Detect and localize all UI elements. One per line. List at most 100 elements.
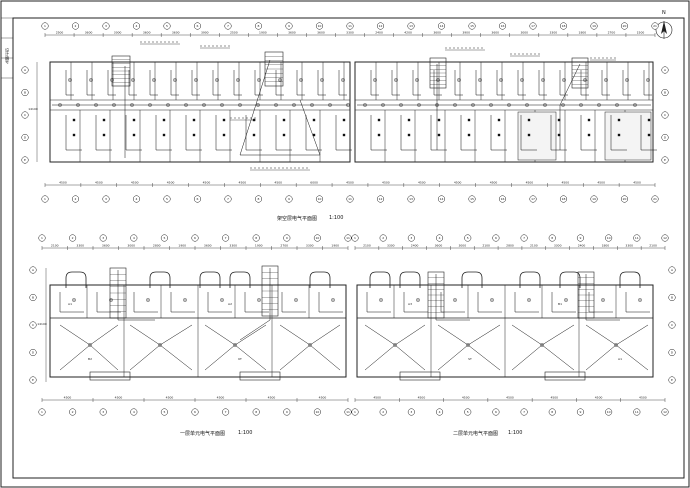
axis-marker-bot-lower-right	[464, 408, 472, 416]
axis-marker-bot-lower-right-label: 7	[523, 410, 525, 414]
balcony	[239, 371, 281, 381]
axis-marker-left-lower	[29, 376, 37, 384]
light-fixture-icon	[192, 118, 196, 122]
axis-marker-bot-lower-right-label: 4	[439, 410, 441, 414]
dim-top-lower-left-label: 2700	[280, 244, 288, 248]
dim-bot-upper-label: 4500	[95, 181, 103, 185]
axis-marker-top-lower-left-label: 7	[225, 236, 227, 240]
axis-marker-right-lower-label: A	[671, 268, 674, 272]
wiring-run	[559, 70, 568, 96]
light-fixture-icon	[587, 133, 591, 137]
wiring-run	[86, 70, 95, 96]
lamp-icon	[527, 298, 531, 302]
axis-marker-bot-lower-right	[548, 408, 556, 416]
room-mark-label: KT	[238, 357, 242, 361]
light-fixture-icon	[527, 118, 531, 122]
dim-top-lower-right-label: 2100	[482, 244, 490, 248]
axis-marker-bot-upper-label: 7	[227, 197, 229, 201]
lamp-icon-cross	[158, 343, 162, 347]
axis-marker-bot-lower-left-label: 10	[315, 410, 319, 414]
wiring-run	[317, 70, 326, 96]
balcony	[89, 371, 131, 381]
room-mark-label: A2	[228, 302, 232, 306]
room-mark-label: B1	[558, 302, 562, 306]
axis-marker-right-lower-label: E	[671, 378, 673, 382]
axis-marker-top-lower-left-label: 11	[346, 236, 350, 240]
axis-marker-top-lower-left-label: 1	[41, 236, 43, 240]
axis-marker-right-upper	[661, 66, 669, 74]
wiring-run	[254, 70, 263, 96]
lamp-icon	[194, 78, 198, 82]
lamp-icon	[236, 78, 240, 82]
lamp-icon-cross	[173, 78, 177, 82]
axis-marker-right-upper	[661, 88, 669, 97]
axis-marker-top-upper	[498, 22, 507, 30]
dim-bot-upper-label: 4500	[526, 181, 534, 185]
axis-marker-right-lower	[668, 321, 676, 329]
wiring-run	[128, 70, 137, 96]
lamp-icon-cross	[453, 103, 457, 107]
axis-marker-left-upper	[21, 66, 29, 74]
wiring-run	[245, 115, 262, 151]
wiring-run	[133, 292, 158, 313]
wiring-run	[520, 115, 537, 151]
dim-top-upper-label: 3900	[201, 31, 209, 35]
axis-marker-top-lower-left	[130, 234, 138, 242]
lamp-icon-cross	[220, 298, 224, 302]
axis-marker-right-upper-label: A	[664, 68, 667, 72]
axis-marker-top-lower-left-label: 8	[255, 236, 257, 240]
lamp-icon-cross	[615, 103, 619, 107]
axis-marker-top-upper-label: 5	[166, 24, 168, 28]
wiring-run	[170, 70, 179, 96]
wiring-run	[275, 70, 284, 96]
light-fixture-icon	[497, 133, 501, 137]
lamp-icon	[646, 78, 650, 82]
axis-marker-bot-upper	[590, 195, 598, 203]
axis-marker-top-lower-left	[160, 234, 168, 242]
dim-top-upper-label: 3000	[114, 31, 122, 35]
lamp-icon-cross	[236, 78, 240, 82]
balcony	[544, 371, 586, 381]
axis-marker-right-lower	[668, 293, 676, 302]
axis-marker-top-lower-right-label: 1	[354, 236, 356, 240]
wiring-run	[615, 324, 649, 346]
axis-marker-bot-upper	[407, 195, 415, 203]
lamp-icon-cross	[68, 78, 72, 82]
equipment-area	[604, 111, 652, 161]
wiring-run	[541, 344, 575, 371]
axis-marker-bot-lower-right	[661, 408, 669, 416]
dim-top-lower-right-label: 3000	[458, 244, 466, 248]
dim-bot-upper-label: 4500	[597, 181, 605, 185]
lamp-icon	[68, 78, 72, 82]
light-fixture-icon	[617, 118, 621, 122]
dim-top-upper-label: 3600	[433, 31, 441, 35]
lamp-icon-cross	[601, 298, 605, 302]
axis-marker-bot-upper-label: 9	[288, 197, 290, 201]
lamp-icon	[238, 103, 242, 107]
axis-marker-top-upper	[559, 22, 568, 30]
axis-marker-bot-upper	[346, 195, 354, 203]
dim-bot-upper-label: 4500	[418, 181, 426, 185]
axis-marker-bot-lower-right	[379, 408, 387, 416]
axis-marker-top-lower-left	[191, 234, 199, 242]
axis-marker-bot-upper	[498, 195, 507, 203]
lamp-icon-cross	[457, 78, 461, 82]
light-fixture-icon	[377, 118, 381, 122]
wiring-run	[550, 115, 567, 151]
axis-marker-bot-upper	[132, 195, 141, 203]
wiring-run	[437, 344, 469, 371]
caption-lower-right-plan: 二层单元电气平面图	[453, 431, 499, 437]
axis-marker-bot-upper-label: 12	[379, 197, 383, 201]
axis-marker-top-upper-label: 17	[531, 24, 535, 28]
axis-marker-bot-lower-left-label: 1	[41, 410, 43, 414]
north-label: N	[662, 10, 666, 16]
dim-top-upper-label: 3000	[520, 31, 528, 35]
axis-marker-right-lower	[668, 376, 676, 384]
lamp-icon	[373, 78, 377, 82]
caption-upper-plan: 架空层电气平面图	[277, 216, 318, 222]
wiring-run	[335, 115, 352, 151]
wiring-run	[275, 115, 292, 151]
lamp-icon-cross	[436, 78, 440, 82]
dim-side-lower-label: 14100	[37, 322, 47, 326]
wiring-run	[435, 274, 470, 321]
